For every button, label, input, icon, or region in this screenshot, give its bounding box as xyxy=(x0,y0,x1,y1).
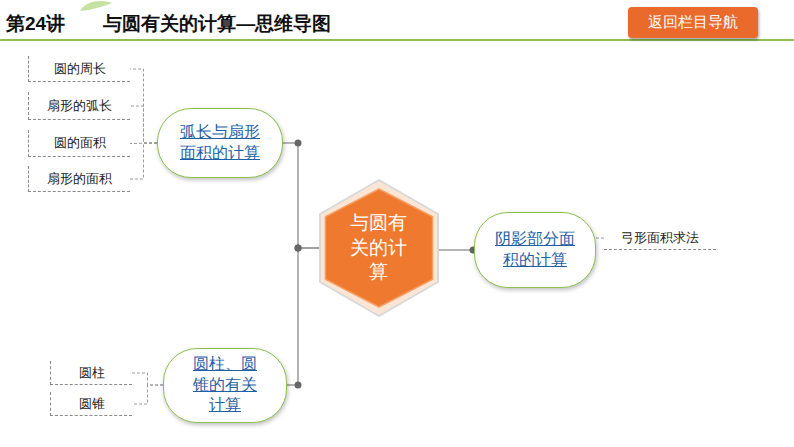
leaf-connector xyxy=(130,106,157,143)
leaf-item: 圆的面积 xyxy=(28,130,130,157)
page-title: 第24讲 与圆有关的计算—思维导图 xyxy=(6,11,331,37)
trunk-connector xyxy=(438,249,474,251)
leaf-item: 扇形的面积 xyxy=(28,166,130,192)
nav-button: 返回栏目导航 xyxy=(628,7,758,38)
leaf-item: 弓形面积求法 xyxy=(604,226,716,250)
junction-dot xyxy=(295,245,302,252)
leaf-connector xyxy=(130,143,157,179)
node-label: 扇形的面积 xyxy=(47,170,112,188)
leaf-item: 圆的周长 xyxy=(28,56,130,82)
node-label: 圆的周长 xyxy=(54,60,106,78)
junction-dot xyxy=(295,382,302,389)
leaf-connector xyxy=(130,69,157,143)
center-hexagon: 与圆有关的计算 xyxy=(320,180,438,316)
title-rule xyxy=(0,39,794,41)
leaf-connector xyxy=(132,385,163,404)
junction-dot xyxy=(295,245,302,252)
node-label: 弓形面积求法 xyxy=(621,229,699,247)
trunk-connector xyxy=(283,143,320,248)
node-label: 返回栏目导航 xyxy=(648,13,738,32)
node-label: 圆柱 xyxy=(79,364,105,382)
leaf-connector xyxy=(132,373,163,385)
node-label: 与圆有关的计算 xyxy=(349,211,410,285)
leaf-connector xyxy=(596,238,604,239)
node-label: 扇形的弧长 xyxy=(47,97,112,115)
node-label: 阴影部分面积的计算 xyxy=(493,229,576,271)
topic-box: 阴影部分面积的计算 xyxy=(474,212,596,288)
leaf-item: 圆柱 xyxy=(50,361,132,385)
topic-box: 弧长与扇形面积的计算 xyxy=(157,108,283,178)
node-label: 圆柱、圆锥的有关计算 xyxy=(191,354,258,416)
node-label: 弧长与扇形面积的计算 xyxy=(178,122,261,164)
leaf-item: 扇形的弧长 xyxy=(28,92,130,120)
trunk-connector xyxy=(287,248,320,385)
topic-box: 圆柱、圆锥的有关计算 xyxy=(163,348,287,423)
node-label: 圆的面积 xyxy=(54,134,106,152)
leaf-ornament xyxy=(80,1,112,11)
leaf-item: 圆锥 xyxy=(50,392,132,416)
node-label: 圆锥 xyxy=(79,395,105,413)
leaf-connector xyxy=(130,143,157,145)
junction-dot xyxy=(295,140,302,147)
